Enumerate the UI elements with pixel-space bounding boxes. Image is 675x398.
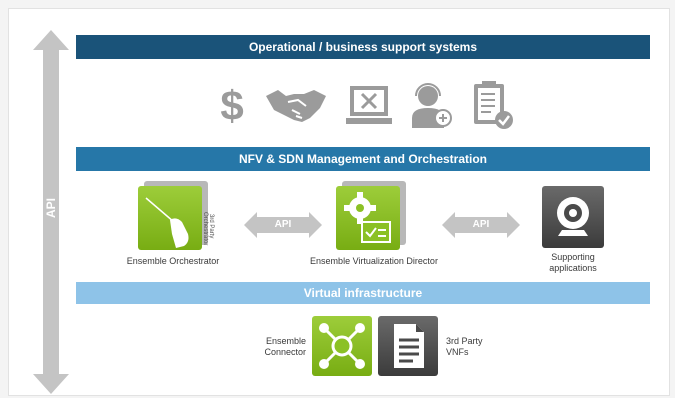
monitor-tools-icon [346,86,392,124]
vnf-caption-2: VNFs [446,347,469,357]
infra-band: Virtual infrastructure [76,282,650,304]
orchestrator-side-label-1: 3rd Party [208,214,214,239]
oss-band: Operational / business support systems [76,35,650,59]
api-right-label: API [472,219,490,230]
api-arrow-right [442,212,520,238]
api-axis-label: API [44,198,58,219]
director-tile[interactable] [336,186,400,250]
webcam-icon [557,197,589,236]
vnf-caption-1: 3rd Party [446,336,483,346]
api-left-label: API [274,219,292,230]
support-agent-icon [412,83,452,128]
orchestrator-tile[interactable] [138,186,202,250]
api-arrow-left [244,212,322,238]
handshake-icon [266,90,326,122]
supporting-caption-1: Supporting [551,252,595,262]
orchestrator-caption: Ensemble Orchestrator [126,256,220,266]
connector-caption-1: Ensemble [265,336,306,346]
vnf-tile[interactable] [378,316,438,376]
supporting-caption-2: applications [549,263,597,273]
supporting-apps-tile[interactable] [542,186,604,248]
connector-tile[interactable] [312,316,372,376]
network-hub-icon [319,323,365,369]
checklist-icon [474,81,513,129]
orchestrator-side-label-2: Orchestrator [202,212,208,246]
connector-caption-2: Connector [264,347,306,357]
document-icon [394,324,424,368]
director-caption: Ensemble Virtualization Director [310,256,438,266]
dollar-icon: $ [220,82,243,128]
gear-window-icon [344,192,391,243]
conductor-baton-icon [145,197,189,248]
svg-text:$: $ [220,82,243,128]
api-vertical-arrow [33,30,69,394]
mano-band: NFV & SDN Management and Orchestration [76,147,650,171]
